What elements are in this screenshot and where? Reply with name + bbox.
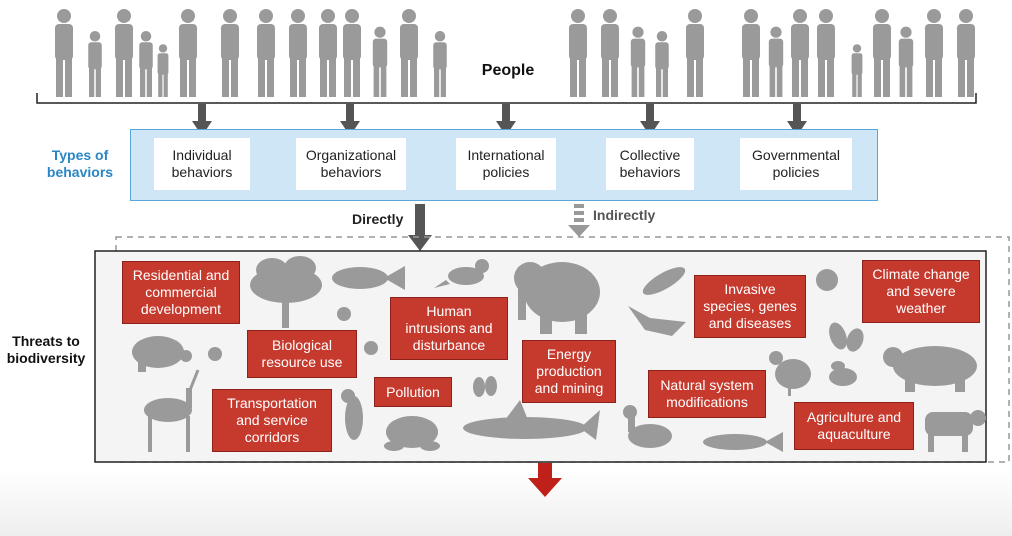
indirectly-label: Indirectly (593, 207, 656, 223)
person-silhouette (601, 9, 619, 97)
person-silhouette (221, 9, 239, 97)
threat-invasive-species: Invasive species, genes and diseases (694, 275, 806, 338)
person-silhouette (817, 9, 835, 97)
behavior-arrow (496, 104, 516, 136)
threat-energy-production: Energy production and mining (522, 340, 616, 403)
butterfly-icon (473, 322, 864, 397)
person-silhouette (157, 44, 169, 97)
threat-natural-system-modifications: Natural system modifications (648, 370, 766, 418)
person-silhouette (400, 9, 418, 97)
bird-icon (434, 259, 489, 288)
behavior-international: International policies (456, 138, 556, 190)
directly-arrow (408, 204, 432, 251)
person-silhouette (433, 31, 447, 97)
threat-agriculture-aquaculture: Agriculture and aquaculture (794, 402, 914, 450)
person-silhouette (289, 9, 307, 97)
threat-human-intrusions: Human intrusions and disturbance (390, 297, 508, 360)
chicken-icon (769, 351, 811, 396)
person-silhouette (569, 9, 587, 97)
threat-biological-resource-use: Biological resource use (247, 330, 357, 378)
behavior-arrow (640, 104, 660, 136)
threat-climate-change: Climate change and severe weather (862, 260, 980, 323)
elephant-icon (514, 262, 600, 334)
tree-icon (250, 256, 322, 328)
behavior-arrows (192, 104, 807, 136)
behavior-arrow (787, 104, 807, 136)
virus-icon (208, 269, 838, 361)
person-silhouette (742, 9, 760, 97)
person-silhouette (873, 9, 891, 97)
person-silhouette (957, 9, 975, 97)
duck-icon (623, 405, 672, 448)
turtle-icon (132, 336, 192, 372)
person-silhouette (925, 9, 943, 97)
people-silhouettes (55, 9, 975, 97)
threats-to-biodiversity-label: Threats to biodiversity (6, 333, 86, 366)
bee-icon (829, 361, 857, 386)
behavior-individual: Individual behaviors (154, 138, 250, 190)
salmon-icon (703, 432, 783, 452)
threat-pollution: Pollution (374, 377, 452, 407)
directly-label: Directly (352, 211, 404, 227)
person-silhouette (655, 31, 669, 97)
people-label: People (481, 62, 535, 79)
person-silhouette (630, 26, 646, 97)
person-silhouette (791, 9, 809, 97)
frog-icon (384, 416, 440, 451)
behavior-arrow (340, 104, 360, 136)
cow-icon (925, 410, 986, 452)
person-silhouette (851, 44, 863, 97)
bat-icon (628, 306, 686, 336)
person-silhouette (88, 31, 102, 97)
person-silhouette (115, 9, 133, 97)
person-silhouette (319, 9, 337, 97)
fish-icon (332, 266, 405, 290)
bottom-fade (0, 470, 1012, 536)
person-silhouette (257, 9, 275, 97)
person-silhouette (686, 9, 704, 97)
behavior-governmental: Governmental policies (740, 138, 852, 190)
threat-transportation-corridors: Transportation and service corridors (212, 389, 332, 452)
people-bracket (36, 93, 977, 104)
indirectly-arrow (568, 204, 590, 237)
person-silhouette (55, 9, 73, 97)
person-silhouette (343, 9, 361, 97)
types-of-behaviors-label: Types of behaviors (46, 147, 114, 180)
shark-icon (463, 400, 600, 440)
person-silhouette (139, 31, 153, 97)
threat-residential-development: Residential and commercial development (122, 261, 240, 324)
seahorse-icon (341, 389, 363, 440)
behavior-collective: Collective behaviors (606, 138, 694, 190)
person-silhouette (768, 26, 784, 97)
microbe-icon (642, 267, 686, 295)
person-silhouette (898, 26, 914, 97)
person-silhouette (179, 9, 197, 97)
behavior-arrow (192, 104, 212, 136)
behavior-organizational: Organizational behaviors (296, 138, 406, 190)
person-silhouette (372, 26, 388, 97)
bear-icon (883, 346, 977, 392)
antelope-icon (144, 369, 200, 452)
